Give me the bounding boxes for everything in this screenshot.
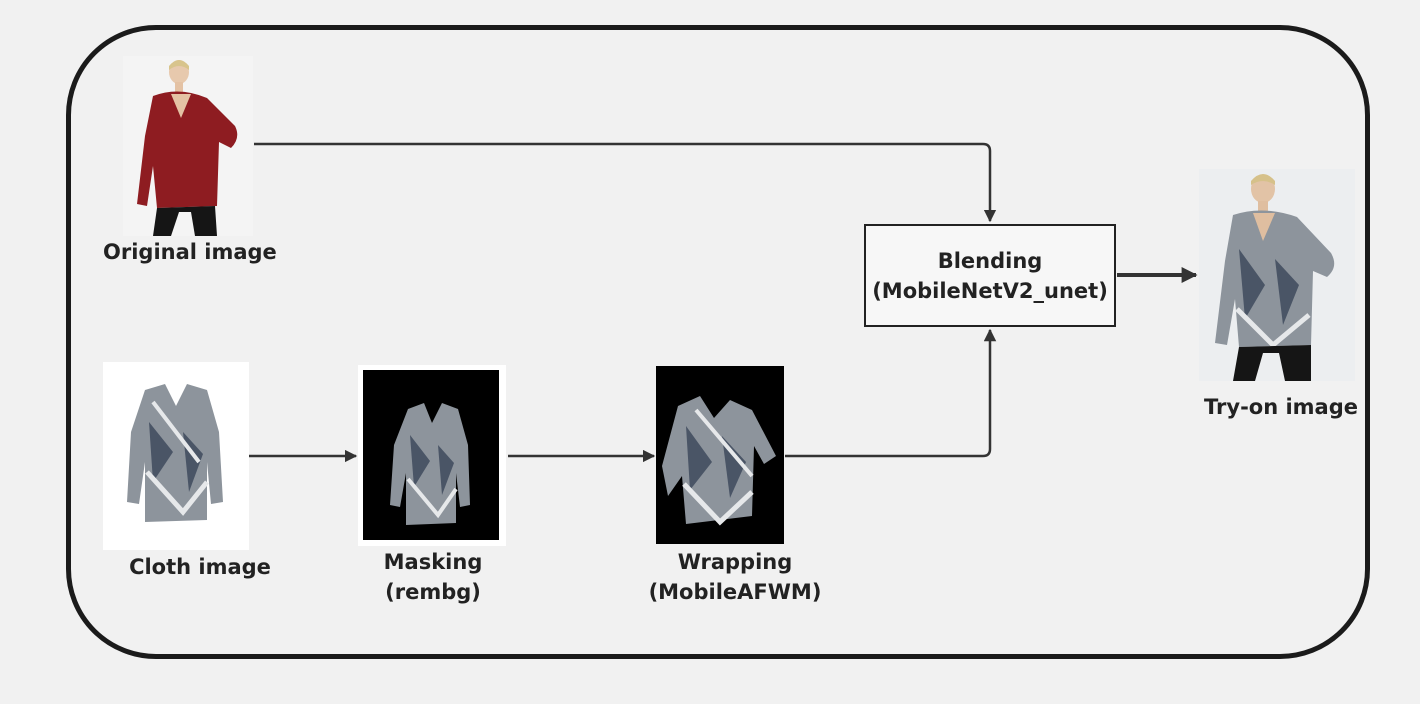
warped-cloth-photo <box>656 366 784 544</box>
cloth-image-label: Cloth image <box>129 555 271 579</box>
arrow-original-to-blending <box>254 142 997 223</box>
tryon-image-photo <box>1199 169 1355 381</box>
wrapping-label-line1: Wrapping <box>677 550 793 574</box>
masking-label-line2: (rembg) <box>385 580 481 604</box>
pipeline-frame <box>66 25 1370 659</box>
blending-label-line2: (MobileNetV2_unet) <box>872 278 1108 303</box>
wrapping-label-line2: (MobileAFWM) <box>648 580 822 604</box>
tryon-image-label: Try-on image <box>1204 395 1358 419</box>
blending-box: Blending (MobileNetV2_unet) <box>864 224 1116 327</box>
original-image-label: Original image <box>103 240 277 264</box>
cloth-image-photo <box>103 362 249 550</box>
arrow-wrapping-to-blending <box>785 328 997 458</box>
blending-label-line1: Blending <box>937 248 1043 273</box>
masked-cloth-photo <box>358 365 506 546</box>
masking-label-line1: Masking <box>383 550 483 574</box>
original-image-photo <box>123 56 253 236</box>
